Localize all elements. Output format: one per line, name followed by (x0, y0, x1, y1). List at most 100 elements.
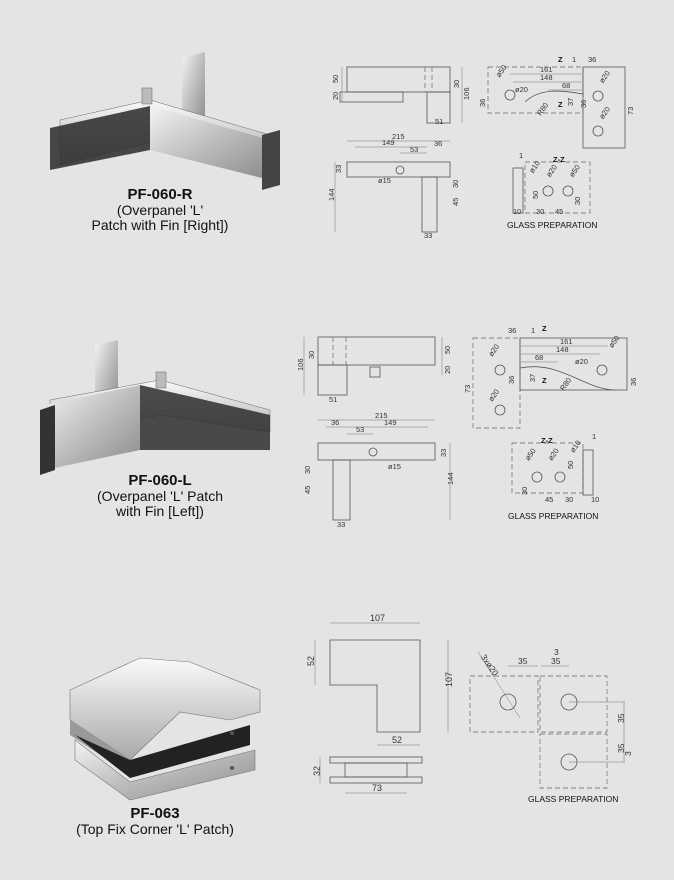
dimension-label: 3 (623, 751, 633, 756)
product-description: (Overpanel 'L' (116, 202, 204, 218)
dimension-label: 36 (629, 378, 638, 386)
dimension-label: 36 (507, 376, 516, 384)
dimension-label: 51 (329, 395, 337, 404)
product-photo-pf-060-l (40, 340, 271, 475)
dimension-label: 45 (451, 198, 460, 206)
dimension-label: ø50 (567, 163, 582, 179)
dimension-label: 53 (356, 425, 364, 434)
dimension-label: 10 (513, 207, 521, 216)
dimension-label: 45 (303, 486, 312, 494)
dimension-label: 45 (545, 495, 553, 504)
dimension-label: 30 (520, 487, 529, 495)
drawing-section-pf-060-l: Z-Z 1 ø50 ø20 ø10 50 30 45 30 10 GLASS P… (508, 432, 599, 521)
dimension-label: 215 (392, 132, 405, 141)
product-description: (Top Fix Corner 'L' Patch) (76, 821, 234, 837)
dimension-label: 33 (424, 231, 432, 240)
glass-preparation-label: GLASS PREPARATION (528, 794, 618, 804)
dimension-label: 30 (536, 207, 544, 216)
dimension-label: ø20 (597, 105, 612, 121)
dimension-label: 1 (519, 151, 523, 160)
dimension-label: 30 (307, 351, 316, 359)
section-title: Z-Z (553, 155, 565, 164)
dimension-label: 68 (535, 353, 543, 362)
drawing-elevation-pf-060-l: 106 30 50 20 51 (296, 336, 452, 404)
dimension-label: ø50 (523, 447, 538, 463)
dimension-label: 149 (382, 138, 395, 147)
dimension-label: 53 (410, 145, 418, 154)
drawing-plan-pf-060-r: 215 149 53 36 ø15 33 144 30 45 33 (327, 132, 460, 240)
dimension-label: 144 (327, 188, 336, 201)
dimension-label: 215 (375, 411, 388, 420)
product-code: PF-060-R (127, 186, 193, 203)
drawing-elevation-pf-060-r: 50 20 30 106 51 (331, 66, 471, 126)
dimension-label: 36 (508, 326, 516, 335)
dimension-label: 52 (392, 735, 402, 745)
dimension-label: R80 (535, 101, 550, 117)
dimension-label: Z (558, 55, 563, 64)
dimension-label: 148 (540, 73, 553, 82)
dimension-label: 3xø20 (479, 652, 501, 677)
dimension-label: 36 (478, 99, 487, 107)
dimension-label: 30 (452, 80, 461, 88)
dimension-label: 32 (312, 766, 322, 776)
drawing-plan-pf-060-l: 215 36 149 53 ø15 33 144 30 45 33 (303, 411, 455, 529)
dimension-label: 20 (331, 92, 340, 100)
dimension-label: 35 (616, 743, 626, 753)
dimension-label: ø20 (575, 357, 588, 366)
dimension-label: 107 (370, 613, 385, 623)
dimension-label: 161 (540, 65, 553, 74)
section-title: Z-Z (541, 436, 553, 445)
dimension-label: 1 (531, 326, 535, 335)
dimension-label: ø20 (515, 85, 528, 94)
drawing-glass-pf-063: 3xø20 35 3 35 35 35 3 GLASS PREPARATION (469, 647, 633, 804)
dimension-label: 35 (551, 656, 561, 666)
dimension-label: 36 (588, 55, 596, 64)
dimension-label: ø15 (378, 176, 391, 185)
dimension-label: 35 (518, 656, 528, 666)
dimension-label: 30 (573, 197, 582, 205)
dimension-label: 50 (331, 75, 340, 83)
dimension-label: 144 (446, 472, 455, 485)
glass-preparation-label: GLASS PREPARATION (508, 511, 598, 521)
dimension-label: Z (542, 324, 547, 333)
dimension-label: 36 (579, 100, 588, 108)
product-description: with Fin [Left]) (116, 503, 204, 519)
dimension-label: ø10 (568, 439, 583, 455)
dimension-label: Z (542, 376, 547, 385)
dimension-label: ø10 (527, 159, 542, 175)
dimension-label: 68 (562, 81, 570, 90)
dimension-label: 73 (372, 783, 382, 793)
dimension-label: Z (558, 100, 563, 109)
dimension-label: 45 (555, 207, 563, 216)
dimension-label: 73 (626, 107, 635, 115)
dimension-label: ø20 (597, 69, 612, 85)
product-description: Patch with Fin [Right]) (91, 217, 229, 233)
dimension-label: ø15 (388, 462, 401, 471)
dimension-label: 50 (443, 346, 452, 354)
dimension-label: 50 (531, 191, 540, 199)
dimension-label: 106 (296, 358, 305, 371)
dimension-label: 37 (566, 98, 575, 106)
dimension-label: 73 (463, 385, 472, 393)
dimension-label: 148 (556, 345, 569, 354)
product-code: PF-060-L (128, 472, 192, 489)
dimension-label: 1 (572, 55, 576, 64)
drawing-side-pf-063: 32 73 (312, 756, 423, 794)
dimension-label: ø50 (607, 334, 622, 350)
product-photo-pf-063 (69, 657, 261, 801)
dimension-label: 3 (554, 647, 559, 657)
glass-preparation-label: GLASS PREPARATION (507, 220, 597, 230)
dimension-label: ø20 (544, 163, 559, 179)
product-code: PF-063 (130, 805, 180, 822)
dimension-label: 107 (444, 672, 454, 687)
dimension-label: 50 (566, 461, 575, 469)
dimension-label: 33 (334, 165, 343, 173)
dimension-label: 52 (306, 656, 316, 666)
dimension-label: 161 (560, 337, 573, 346)
dimension-label: 37 (528, 374, 537, 382)
product-description: (Overpanel 'L' Patch (97, 488, 223, 504)
dimension-label: 30 (565, 495, 573, 504)
product-photo-pf-060-r (50, 52, 280, 190)
caption-pf-060-r: PF-060-R (Overpanel 'L' Patch with Fin [… (30, 187, 290, 233)
